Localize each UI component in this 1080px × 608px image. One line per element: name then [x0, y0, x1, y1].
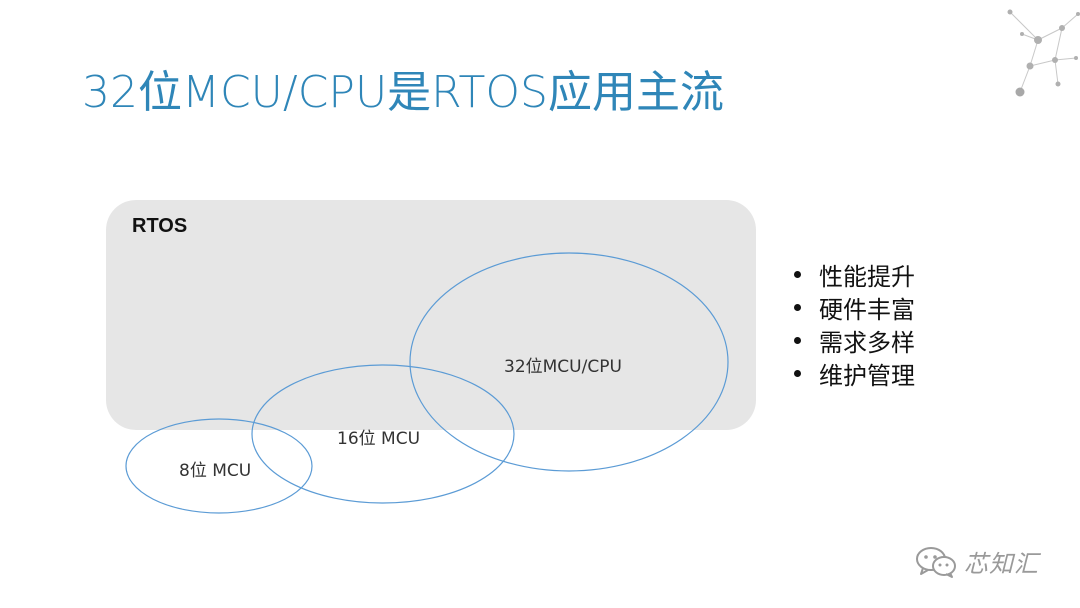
rtos-region [106, 200, 756, 430]
list-item: 需求多样 [790, 324, 915, 357]
bullet-text: 性能提升 [819, 263, 915, 291]
ellipse-16bit-mcu [251, 364, 515, 504]
slide-title: 32位MCU/CPU是RTOS应用主流 [82, 67, 724, 118]
bullet-dot-icon [794, 271, 801, 278]
list-item: 性能提升 [790, 258, 915, 291]
list-item: 硬件丰富 [790, 291, 915, 324]
bullet-text: 需求多样 [819, 329, 915, 357]
ellipse-8bit-mcu [125, 418, 313, 514]
bullet-text: 维护管理 [819, 362, 915, 390]
wechat-icon [916, 546, 956, 578]
rtos-label: RTOS [132, 215, 188, 237]
bullet-dot-icon [794, 370, 801, 377]
benefits-list: 性能提升 硬件丰富 需求多样 维护管理 [790, 258, 915, 390]
bullet-text: 硬件丰富 [819, 296, 915, 324]
watermark: 芯知汇 [914, 544, 1039, 579]
ellipse-32bit-mcu-cpu [409, 252, 729, 472]
bullet-dot-icon [794, 337, 801, 344]
label-32bit-mcu-cpu: 32位MCU/CPU [504, 357, 622, 377]
label-8bit-mcu: 8位 MCU [179, 461, 252, 481]
bullet-dot-icon [794, 304, 801, 311]
watermark-text: 芯知汇 [964, 550, 1039, 578]
label-16bit-mcu: 16位 MCU [337, 429, 421, 449]
list-item: 维护管理 [790, 357, 915, 390]
network-decoration-icon [1007, 9, 1080, 97]
